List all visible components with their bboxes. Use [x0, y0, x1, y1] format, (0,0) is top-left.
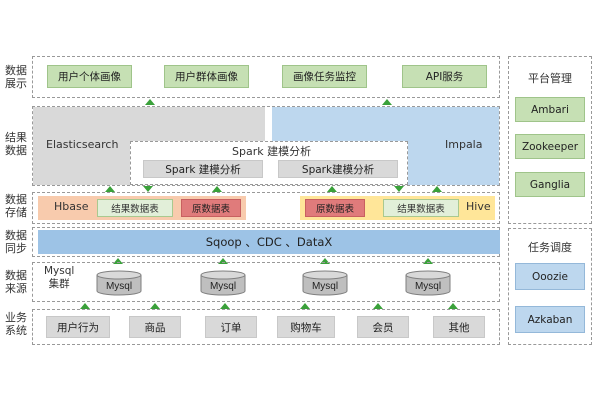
layer-label-storage: 数据 存储 — [5, 193, 27, 219]
hbase-label: Hbase — [54, 200, 89, 213]
layer-label-source: 数据 来源 — [5, 269, 27, 295]
display-item-user-profile: 用户个体画像 — [47, 65, 132, 88]
mysql-label-1: Mysql — [210, 281, 236, 292]
arrow-up-icon — [382, 99, 392, 105]
platform-item-ambari: Ambari — [515, 97, 585, 122]
hive-label: Hive — [466, 200, 491, 213]
display-layer-frame — [32, 56, 500, 98]
sync-tools-bar: Sqoop 、CDC 、DataX — [38, 230, 500, 254]
arrow-up-icon — [113, 258, 123, 264]
arrow-up-icon — [300, 303, 310, 309]
hbase-result-table: 结果数据表 — [97, 199, 173, 217]
storage-layer-frame — [32, 192, 500, 224]
business-item-member: 会员 — [357, 316, 409, 338]
arrow-up-icon — [150, 303, 160, 309]
platform-item-zookeeper: Zookeeper — [515, 134, 585, 159]
arrow-up-icon — [423, 258, 433, 264]
arrow-up-icon — [320, 258, 330, 264]
task-scheduling-title: 任务调度 — [528, 241, 572, 254]
arrow-up-icon — [220, 303, 230, 309]
mysql-label-2: Mysql — [312, 281, 338, 292]
task-scheduling-frame — [508, 228, 592, 345]
impala-label: Impala — [445, 138, 483, 151]
arrow-up-icon — [80, 303, 90, 309]
layer-label-display: 数据 展示 — [5, 64, 27, 90]
mysql-label-0: Mysql — [106, 281, 132, 292]
hive-result-table: 结果数据表 — [383, 199, 459, 217]
mysql-db-icon: Mysql — [200, 270, 246, 296]
result-layer-frame — [32, 106, 500, 186]
arrow-up-icon — [105, 186, 115, 192]
layer-label-result: 结果 数据 — [5, 131, 27, 157]
hbase-raw-table: 原数据表 — [181, 199, 241, 217]
business-item-cart: 购物车 — [277, 316, 335, 338]
arrow-down-icon — [143, 186, 153, 192]
platform-management-frame — [508, 56, 592, 224]
mysql-label-3: Mysql — [415, 281, 441, 292]
arrow-up-icon — [327, 186, 337, 192]
display-item-api-service: API服务 — [402, 65, 487, 88]
mysql-db-icon: Mysql — [96, 270, 142, 296]
mysql-db-icon: Mysql — [302, 270, 348, 296]
mysql-db-icon: Mysql — [405, 270, 451, 296]
elasticsearch-label: Elasticsearch — [46, 138, 119, 151]
arrow-up-icon — [373, 303, 383, 309]
arrow-up-icon — [145, 99, 155, 105]
spark-left-box: Spark 建模分析 — [143, 160, 263, 178]
source-layer-frame — [32, 262, 500, 302]
hive-raw-table: 原数据表 — [305, 199, 365, 217]
layer-label-sync: 数据 同步 — [5, 229, 27, 255]
arrow-down-icon — [394, 186, 404, 192]
business-layer-frame — [32, 309, 500, 345]
spark-right-box: Spark建模分析 — [278, 160, 398, 178]
display-item-group-profile: 用户群体画像 — [164, 65, 249, 88]
schedule-item-azkaban: Azkaban — [515, 306, 585, 333]
layer-label-business: 业务 系统 — [5, 311, 27, 337]
arrow-up-icon — [432, 186, 442, 192]
arrow-up-icon — [448, 303, 458, 309]
business-item-user-behavior: 用户行为 — [46, 316, 110, 338]
arrow-up-icon — [212, 186, 222, 192]
mysql-cluster-label: Mysql 集群 — [44, 265, 75, 290]
platform-item-ganglia: Ganglia — [515, 172, 585, 197]
platform-management-title: 平台管理 — [528, 72, 572, 85]
display-item-task-monitor: 画像任务监控 — [282, 65, 367, 88]
business-item-order: 订单 — [205, 316, 257, 338]
schedule-item-oozie: Ooozie — [515, 263, 585, 290]
spark-title: Spark 建模分析 — [232, 145, 312, 158]
arrow-up-icon — [218, 258, 228, 264]
business-item-other: 其他 — [433, 316, 485, 338]
business-item-product: 商品 — [129, 316, 181, 338]
